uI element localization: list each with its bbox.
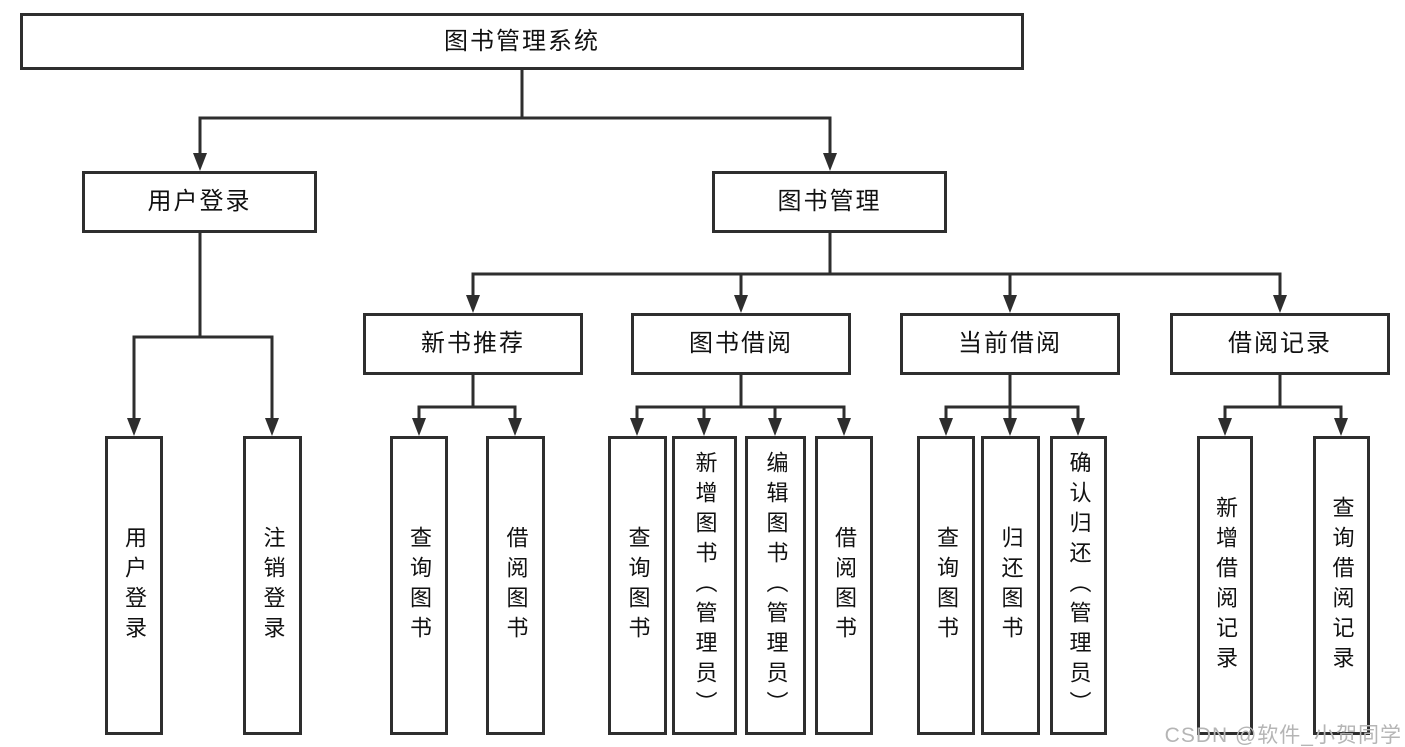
node-label: 图书管理系统 xyxy=(444,27,600,55)
node-label: 图书借阅 xyxy=(689,330,793,357)
node-label: 查询借阅记录 xyxy=(1329,495,1355,676)
node-book-management: 图书管理 xyxy=(712,171,947,233)
node-label: 借阅记录 xyxy=(1228,330,1332,357)
leaf-borrow-books: 借阅图书 xyxy=(815,436,873,735)
node-label: 查询图书 xyxy=(934,525,959,646)
leaf-logout: 注销登录 xyxy=(243,436,302,735)
leaf-query-books: 查询图书 xyxy=(917,436,975,735)
node-label: 查询图书 xyxy=(407,525,432,646)
leaf-return-books: 归还图书 xyxy=(981,436,1040,735)
node-label: 新增图书（管理员） xyxy=(692,450,718,721)
leaf-user-login: 用户登录 xyxy=(105,436,163,735)
node-label: 借阅图书 xyxy=(832,525,857,646)
node-label: 借阅图书 xyxy=(503,525,529,646)
node-label: 查询图书 xyxy=(625,525,651,646)
connector-records-to-leaves xyxy=(1218,375,1348,436)
node-book-borrowing: 图书借阅 xyxy=(631,313,851,375)
node-current-borrowing: 当前借阅 xyxy=(900,313,1120,375)
node-label: 用户登录 xyxy=(122,525,147,646)
node-new-book-recommend: 新书推荐 xyxy=(363,313,583,375)
node-label: 新增借阅记录 xyxy=(1213,495,1238,676)
leaf-add-books-admin: 新增图书（管理员） xyxy=(672,436,737,735)
node-user-login: 用户登录 xyxy=(82,171,317,233)
node-label: 用户登录 xyxy=(147,188,252,215)
node-label: 注销登录 xyxy=(260,525,286,646)
connector-login-to-leaves xyxy=(127,233,279,436)
connector-current-to-leaves xyxy=(939,375,1085,436)
connector-recommend-to-leaves xyxy=(412,375,522,436)
node-label: 编辑图书（管理员） xyxy=(763,450,789,721)
leaf-borrow-books: 借阅图书 xyxy=(486,436,545,735)
connector-management-to-level3 xyxy=(466,233,1287,313)
node-label: 新书推荐 xyxy=(421,330,525,357)
leaf-query-books: 查询图书 xyxy=(390,436,448,735)
node-library-management-system: 图书管理系统 xyxy=(20,13,1024,70)
node-label: 图书管理 xyxy=(777,188,882,215)
leaf-confirm-return-admin: 确认归还（管理员） xyxy=(1050,436,1107,735)
node-borrowing-records: 借阅记录 xyxy=(1170,313,1390,375)
leaf-query-books: 查询图书 xyxy=(608,436,667,735)
csdn-watermark: CSDN @软件_小贺同学 xyxy=(1164,724,1402,747)
node-label: 当前借阅 xyxy=(958,330,1062,357)
leaf-edit-books-admin: 编辑图书（管理员） xyxy=(745,436,806,735)
leaf-query-borrow-record: 查询借阅记录 xyxy=(1313,436,1370,735)
node-label: 归还图书 xyxy=(998,525,1024,646)
connector-borrow-to-leaves xyxy=(630,375,851,436)
connector-root-to-level2 xyxy=(193,70,837,171)
node-label: 确认归还（管理员） xyxy=(1066,450,1092,721)
leaf-add-borrow-record: 新增借阅记录 xyxy=(1197,436,1253,735)
